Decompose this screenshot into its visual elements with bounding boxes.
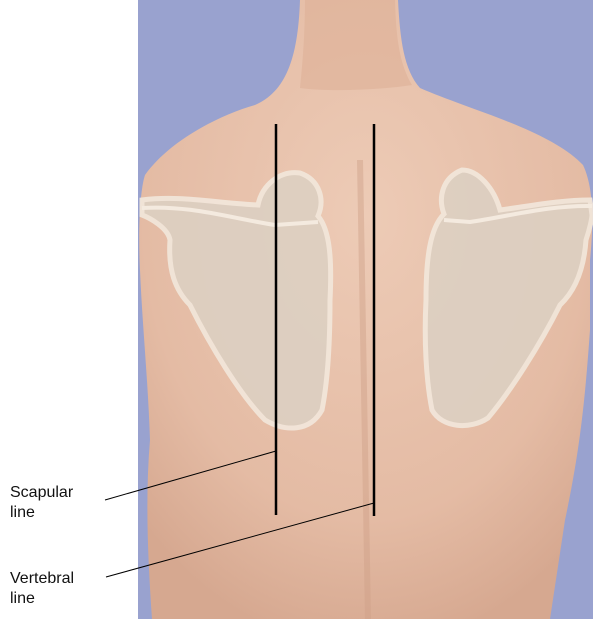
vertebral-label-line2: line bbox=[10, 589, 74, 609]
scapular-label-line2: line bbox=[10, 503, 73, 523]
neck-shadow bbox=[300, 0, 412, 90]
vertebral-line-label: Vertebral line bbox=[10, 569, 74, 609]
vertebral-label-line1: Vertebral bbox=[10, 569, 74, 589]
scapular-label-line1: Scapular bbox=[10, 483, 73, 503]
scapular-line-label: Scapular line bbox=[10, 483, 73, 523]
